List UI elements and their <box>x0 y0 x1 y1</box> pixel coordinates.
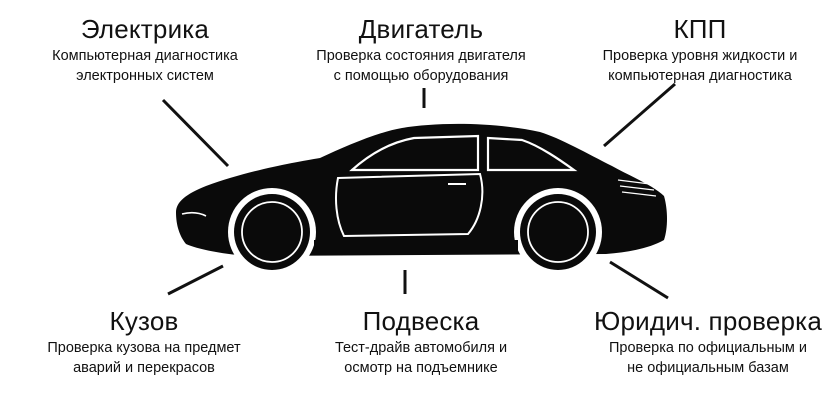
rear-wheel <box>520 194 596 270</box>
rear-wheel-rim <box>527 201 589 263</box>
section-electric-title: Электрика <box>80 14 210 44</box>
section-legal-desc-line2: не официальным базам <box>627 360 789 376</box>
section-legal-desc-line1: Проверка по официальным и <box>608 340 808 356</box>
pointer-line-kpp <box>603 82 676 148</box>
section-kpp-title: КПП <box>673 14 727 44</box>
front-wheel <box>234 194 310 270</box>
section-kpp-desc-line1: Проверка уровня жидкости и <box>602 48 798 64</box>
section-legal-desc: Проверка по официальным и не официальным… <box>576 338 840 378</box>
section-electric-desc-line2: электронных систем <box>76 68 214 84</box>
section-engine-desc-line2: с помощью оборудования <box>333 68 509 84</box>
section-engine-desc: Проверка состояния двигателя с помощью о… <box>290 46 552 86</box>
headlight <box>181 211 207 217</box>
pointer-line-body <box>167 264 224 296</box>
door-outline <box>335 172 484 238</box>
pointer-line-electric <box>161 98 230 168</box>
section-legal-title: Юридич. проверка <box>594 306 822 336</box>
rear-window <box>486 136 578 172</box>
front-wheel-rim <box>241 201 303 263</box>
section-suspension-title: Подвеска <box>362 306 480 336</box>
side-window <box>349 134 480 172</box>
section-kpp: КПП Проверка уровня жидкости и компьютер… <box>580 14 820 86</box>
section-electric-desc-line1: Компьютерная диагностика <box>52 48 238 64</box>
section-body-title: Кузов <box>109 306 179 336</box>
section-kpp-desc: Проверка уровня жидкости и компьютерная … <box>580 46 820 86</box>
section-engine-title: Двигатель <box>358 14 484 44</box>
section-body-desc-line2: аварий и перекрасов <box>73 360 215 376</box>
car-underbody <box>314 240 518 250</box>
section-body-desc-line1: Проверка кузова на предмет <box>47 340 241 356</box>
section-body-desc: Проверка кузова на предмет аварий и пере… <box>26 338 262 378</box>
pointer-line-legal <box>609 260 669 300</box>
section-electric: Электрика Компьютерная диагностика элект… <box>30 14 260 86</box>
section-engine-desc-line1: Проверка состояния двигателя <box>316 48 526 64</box>
section-engine: Двигатель Проверка состояния двигателя с… <box>290 14 552 86</box>
section-suspension-desc: Тест-драйв автомобиля и осмотр на подъем… <box>290 338 552 378</box>
section-kpp-desc-line2: компьютерная диагностика <box>608 68 792 84</box>
section-suspension-desc-line2: осмотр на подъемнике <box>344 360 498 376</box>
section-suspension-desc-line1: Тест-драйв автомобиля и <box>334 340 508 356</box>
section-suspension: Подвеска Тест-драйв автомобиля и осмотр … <box>290 306 552 378</box>
section-legal: Юридич. проверка Проверка по официальным… <box>576 306 840 378</box>
section-electric-desc: Компьютерная диагностика электронных сис… <box>30 46 260 86</box>
section-body: Кузов Проверка кузова на предмет аварий … <box>26 306 262 378</box>
rear-vent-lines <box>617 179 657 197</box>
